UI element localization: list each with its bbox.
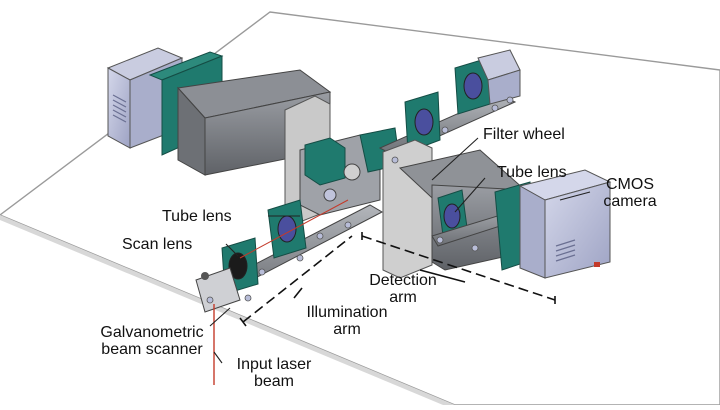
label-illumination-arm: Illumination arm — [306, 304, 388, 338]
detection-assembly — [382, 139, 612, 279]
illumination-assembly — [195, 199, 384, 313]
label-tube-lens-detection: Tube lens — [497, 164, 567, 181]
breadboard-plate-edge — [0, 215, 455, 410]
label-scan-lens: Scan lens — [122, 236, 193, 253]
arm-brackets — [239, 232, 556, 327]
label-filter-wheel: Filter wheel — [483, 126, 565, 143]
leader-lines — [209, 137, 591, 364]
label-tube-lens-illumination: Tube lens — [162, 208, 232, 225]
label-cmos-camera: CMOS camera — [603, 176, 657, 210]
label-detection-arm: Detection arm — [369, 272, 437, 306]
back-camera — [106, 47, 332, 223]
label-input-laser-beam: Input laser beam — [236, 356, 312, 390]
mount-bolts — [206, 96, 514, 304]
label-galvanometric-scanner: Galvanometric beam scanner — [100, 324, 204, 358]
